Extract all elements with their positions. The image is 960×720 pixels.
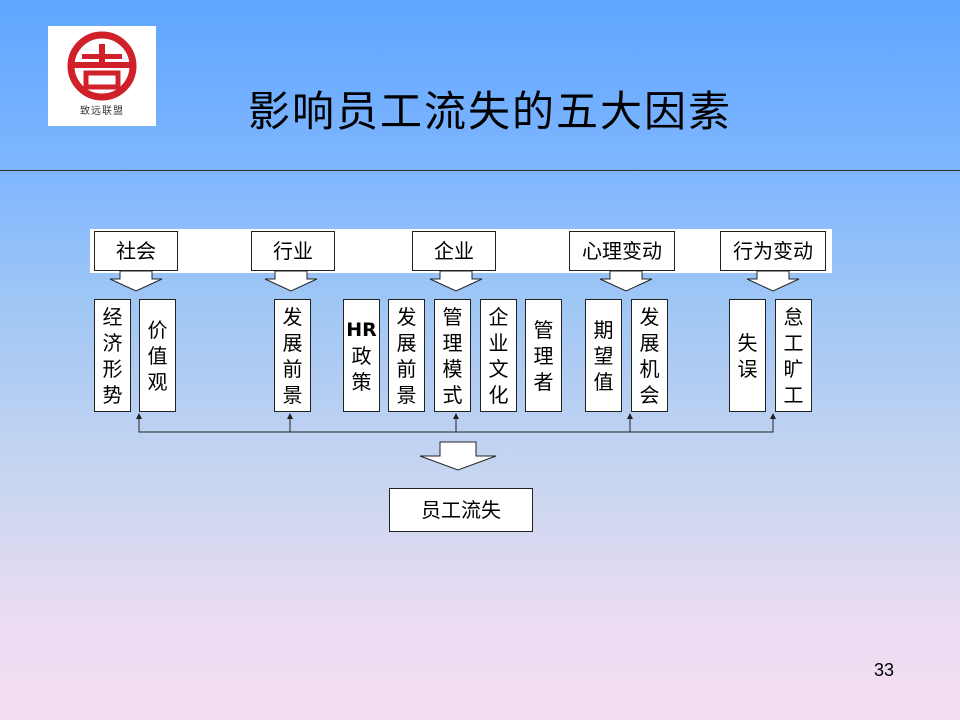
- factor-label: 价值观: [147, 317, 168, 394]
- category-industry: 行业: [251, 231, 335, 271]
- factor-box: 管理者: [525, 299, 562, 412]
- arrow-down-icon: [264, 270, 318, 292]
- category-behavioral-change: 行为变动: [720, 231, 826, 271]
- factor-box: 失误: [729, 299, 766, 412]
- page-title: 影响员工流失的五大因素: [247, 87, 732, 136]
- factor-box: 价值观: [139, 299, 176, 412]
- result-arrow-icon: [419, 441, 497, 471]
- factor-box: 怠工旷工: [775, 299, 812, 412]
- factor-label: HR 政策: [346, 317, 377, 395]
- logo: 致远联盟: [48, 26, 156, 126]
- factor-box: 发展前景: [388, 299, 425, 412]
- factor-label: 怠工旷工: [783, 304, 804, 407]
- factor-label: 管理模式: [442, 304, 463, 407]
- factor-label: 发展机会: [639, 304, 660, 407]
- arrow-down-icon: [746, 270, 800, 292]
- factor-label: 发展前景: [282, 304, 303, 407]
- factor-label-rest: 政策: [351, 343, 372, 394]
- factor-label: 经济形势: [102, 304, 123, 407]
- factor-box-hr-policy: HR 政策: [343, 299, 380, 412]
- factor-label: 企业文化: [488, 304, 509, 407]
- factor-label: 管理者: [533, 317, 554, 394]
- logo-emblem-icon: [67, 31, 137, 101]
- factor-box: 期望值: [585, 299, 622, 412]
- arrow-down-icon: [429, 270, 483, 292]
- category-psychological-change: 心理变动: [569, 231, 675, 271]
- factor-label: 期望值: [593, 317, 614, 394]
- factor-box: 发展前景: [274, 299, 311, 412]
- factor-label-latin: HR: [346, 318, 377, 341]
- category-society: 社会: [94, 231, 178, 271]
- title-divider: [0, 170, 960, 171]
- factor-label: 失误: [737, 330, 758, 381]
- arrow-down-icon: [599, 270, 653, 292]
- page-number: 33: [874, 660, 895, 680]
- factor-box: 企业文化: [480, 299, 517, 412]
- arrow-down-icon: [109, 270, 163, 292]
- category-enterprise: 企业: [412, 231, 496, 271]
- factor-box: 经济形势: [94, 299, 131, 412]
- factor-label: 发展前景: [396, 304, 417, 407]
- factor-box: 发展机会: [631, 299, 668, 412]
- result-box: 员工流失: [389, 488, 533, 532]
- logo-text: 致远联盟: [80, 106, 124, 117]
- factor-box: 管理模式: [434, 299, 471, 412]
